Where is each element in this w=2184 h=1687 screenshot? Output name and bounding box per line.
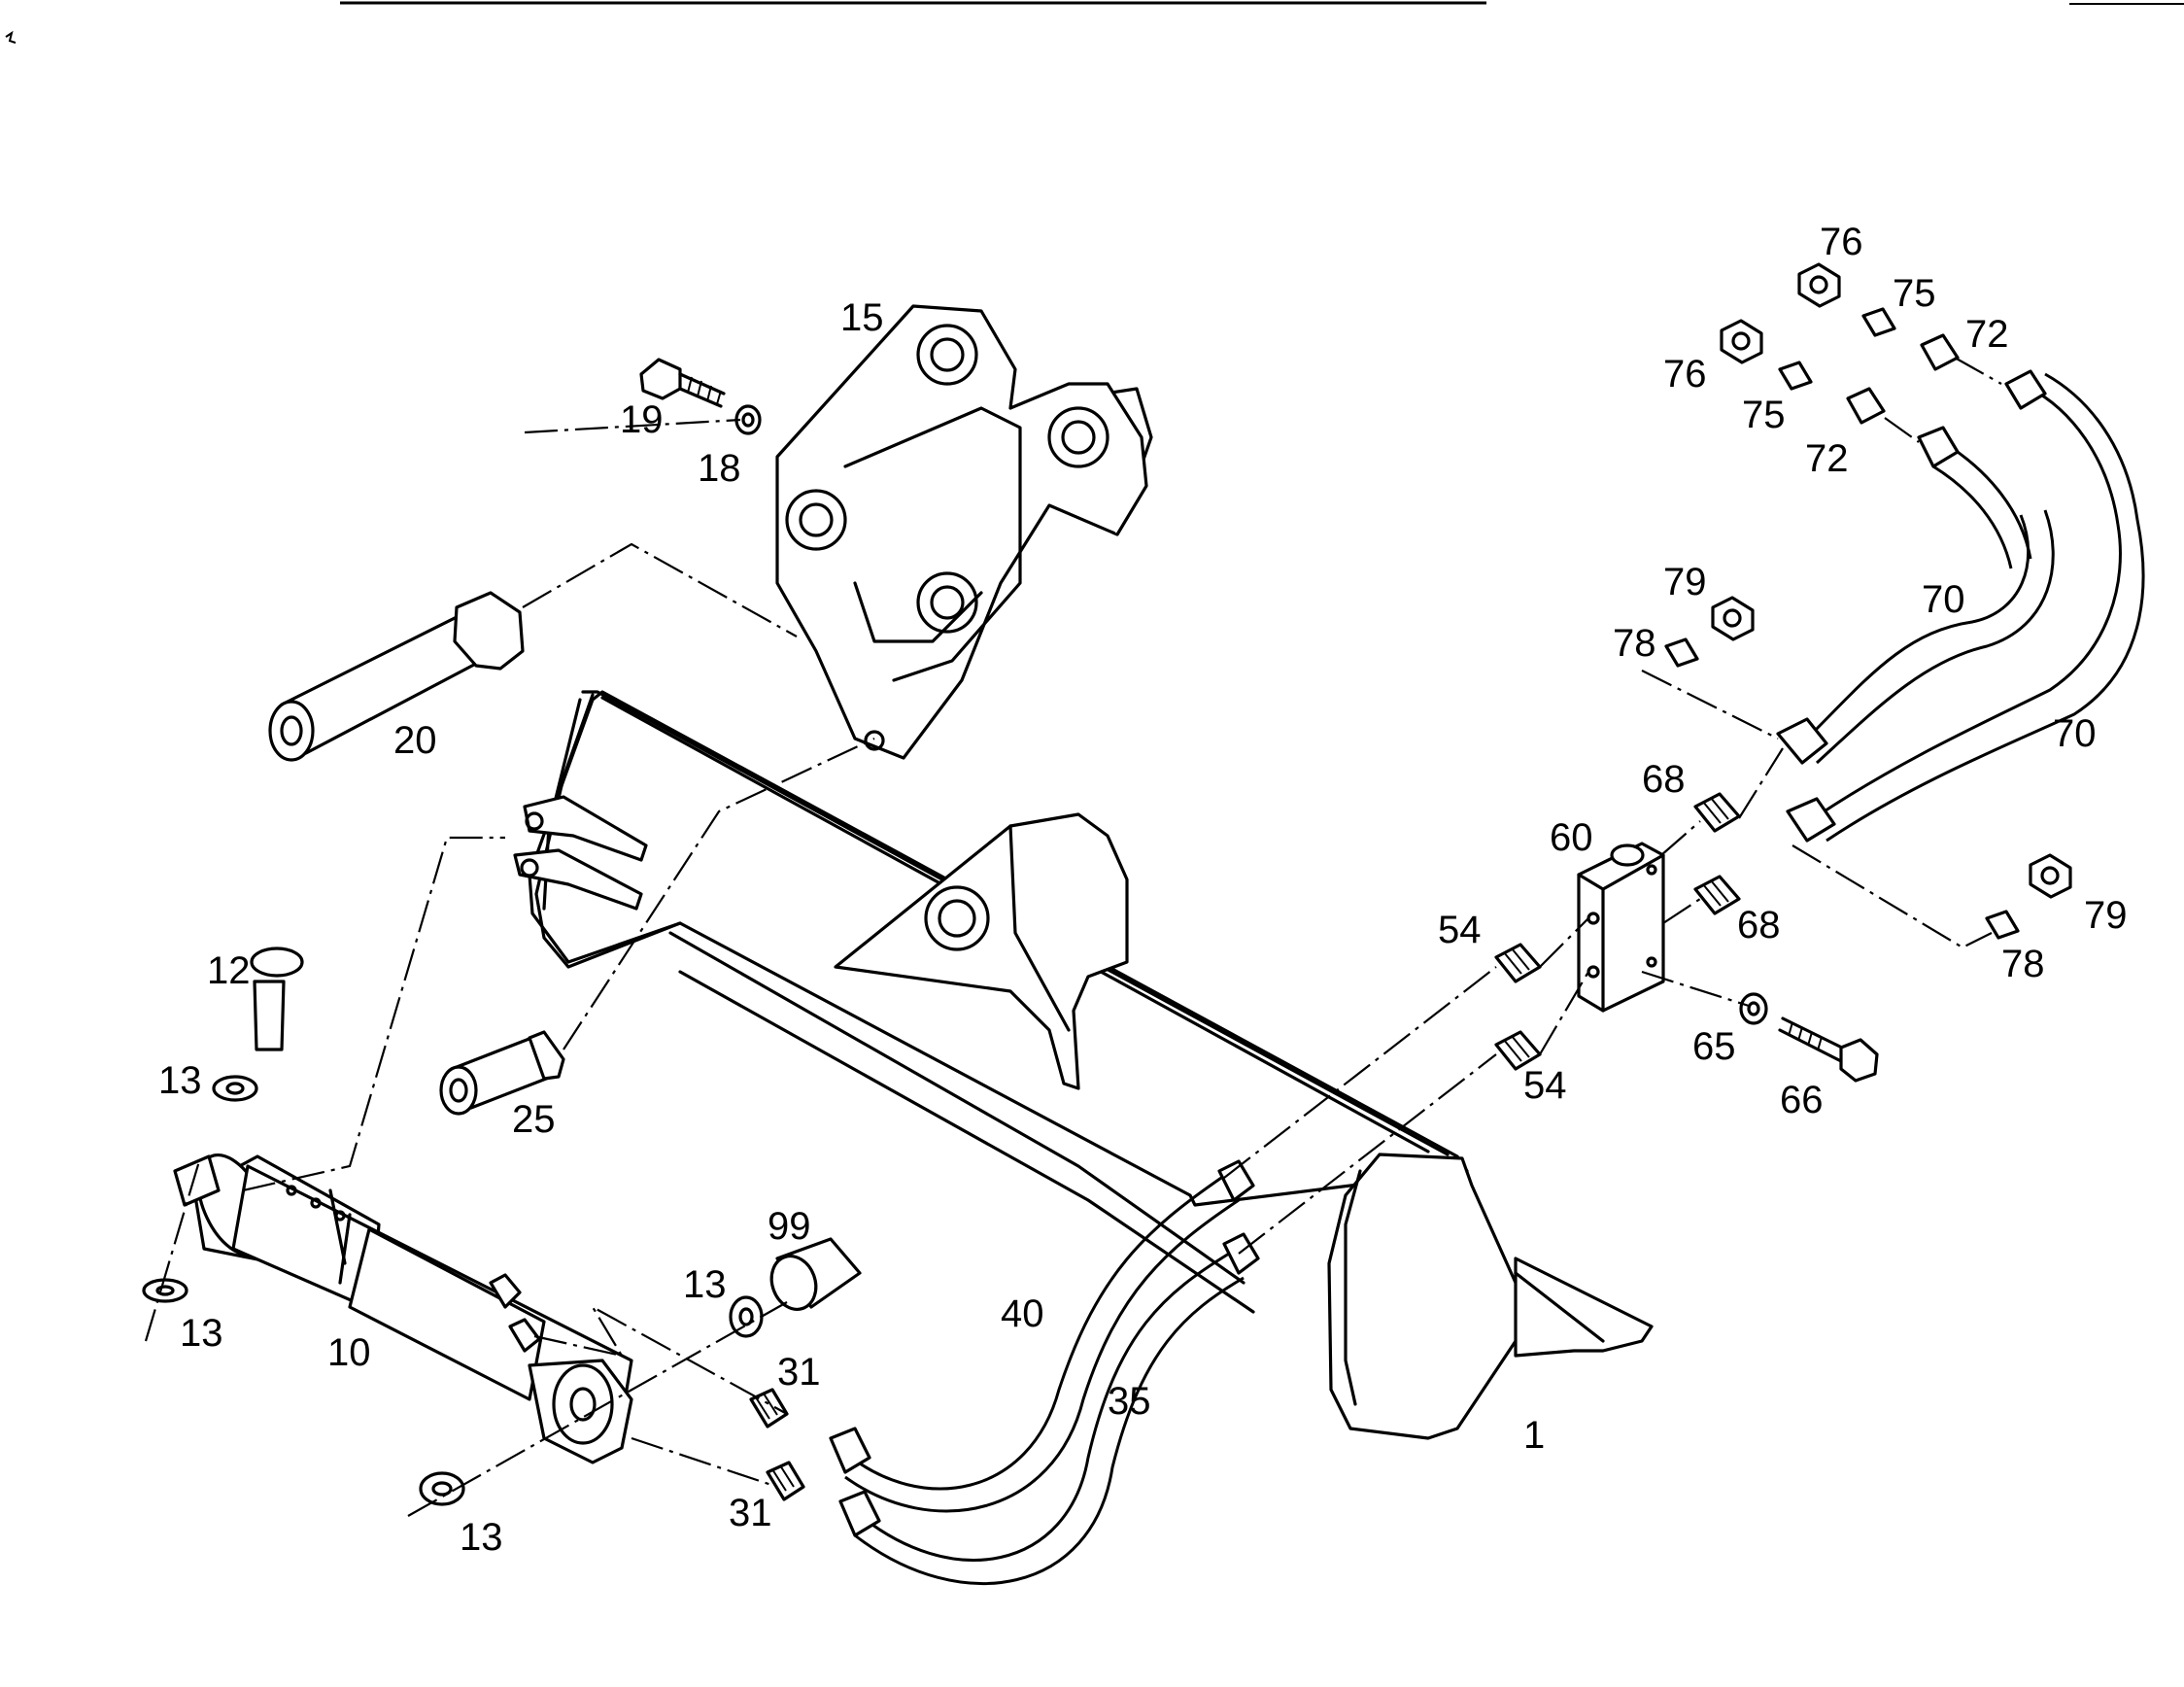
callout-70: 70: [2053, 712, 2097, 755]
callout-68: 68: [1642, 758, 1686, 801]
bolt-66: [1778, 1016, 1879, 1083]
fitting-72-upper: [1920, 333, 1960, 371]
pin-20: [268, 591, 525, 762]
callout-79: 79: [2084, 894, 2128, 937]
callout-54: 54: [1523, 1064, 1567, 1107]
callout-40: 40: [1001, 1292, 1044, 1335]
hose-70-lower: [1786, 369, 2145, 843]
nut-76-lower: [1720, 319, 1763, 364]
fitting-78-upper: [1664, 637, 1699, 668]
callout-72: 72: [1965, 313, 2009, 356]
callout-20: 20: [393, 719, 437, 762]
callout-13: 13: [180, 1312, 223, 1355]
nut-76-upper: [1797, 262, 1841, 308]
washer-13-right: [729, 1295, 764, 1338]
callout-19: 19: [620, 398, 664, 441]
callout-60: 60: [1550, 816, 1593, 859]
fitting-72-lower: [1846, 387, 1886, 425]
bucket: [513, 690, 1654, 1440]
callout-70: 70: [1922, 578, 1965, 621]
callout-76: 76: [1820, 221, 1863, 263]
bolt-19: [639, 358, 726, 408]
callout-68: 68: [1737, 904, 1781, 947]
callout-31: 31: [777, 1351, 821, 1394]
fitting-54-upper: [1494, 943, 1542, 983]
pin-25: [439, 1030, 565, 1116]
callout-76: 76: [1663, 353, 1707, 396]
washer-13-lower-left: [142, 1278, 188, 1303]
washer-13-rod-end: [419, 1471, 465, 1506]
washer-65: [1739, 992, 1768, 1025]
pin-12: [250, 947, 304, 1051]
fitting-31-upper: [749, 1388, 789, 1429]
top-border-lines: [5, 1, 2184, 44]
callout-1: 1: [1523, 1414, 1545, 1457]
fitting-68-upper: [1693, 792, 1741, 833]
callout-72: 72: [1805, 437, 1849, 480]
leader-lines: [144, 357, 2002, 1517]
callout-78: 78: [1613, 622, 1656, 665]
callout-13: 13: [683, 1263, 727, 1306]
callout-12: 12: [207, 949, 251, 992]
callout-labels: 1 10 12 13 13 13 13 15 18 19 20 25 31 31…: [158, 221, 2128, 1559]
quick-coupler: [775, 304, 1153, 760]
fitting-75-lower: [1778, 361, 1813, 391]
bushing-99: [769, 1237, 862, 1311]
callout-10: 10: [327, 1331, 371, 1374]
nut-79-lower: [2029, 853, 2072, 899]
hose-40: [829, 1159, 1255, 1513]
valve-block-60: [1577, 842, 1665, 1013]
callout-79: 79: [1663, 561, 1707, 603]
callout-25: 25: [512, 1098, 556, 1141]
callout-31: 31: [729, 1492, 772, 1534]
callout-13: 13: [460, 1516, 503, 1559]
fitting-31-lower: [766, 1461, 805, 1501]
callout-35: 35: [1108, 1380, 1151, 1423]
callout-78: 78: [2001, 943, 2045, 985]
washer-13-upper: [212, 1075, 258, 1102]
fitting-75-upper: [1861, 307, 1896, 337]
hose-35: [838, 1232, 1260, 1586]
callout-75: 75: [1742, 394, 1786, 436]
hydraulic-cylinder: [173, 1153, 633, 1464]
fitting-78-lower: [1985, 910, 2020, 940]
callout-66: 66: [1780, 1079, 1824, 1121]
callout-54: 54: [1438, 909, 1482, 951]
callout-15: 15: [840, 296, 884, 339]
nut-79-upper: [1711, 596, 1755, 641]
callout-13: 13: [158, 1059, 202, 1102]
hose-70-upper: [1776, 426, 2055, 765]
callout-18: 18: [698, 447, 741, 490]
callout-99: 99: [768, 1205, 811, 1248]
callout-75: 75: [1893, 272, 1936, 315]
fitting-68-lower: [1693, 875, 1741, 915]
callout-65: 65: [1692, 1025, 1736, 1068]
